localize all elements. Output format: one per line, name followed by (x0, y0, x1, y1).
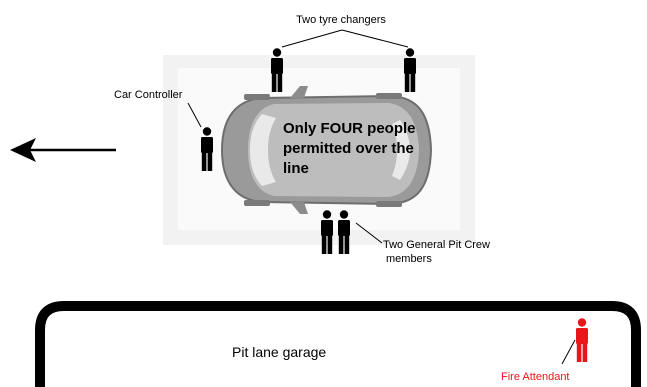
line-rule-label-line-2: permitted over the (283, 140, 414, 157)
pit-crew-label-line-1: Two General Pit Crew (383, 239, 490, 251)
garage-label: Pit lane garage (232, 344, 326, 360)
car-icon (220, 86, 433, 214)
tyre-changers-leader-lines (281, 29, 409, 48)
car-controller-label: Car Controller (114, 89, 183, 101)
line-rule-label-line-1: Only FOUR people (283, 120, 416, 137)
pit-crew-leader-line (355, 222, 383, 244)
pit-crew-label-line-2: members (386, 253, 432, 265)
fire-attendant-label: Fire Attendant (501, 371, 570, 383)
garage-wall (35, 301, 641, 387)
fire-attendant-leader-line (561, 339, 576, 365)
car-controller-leader-line (187, 102, 202, 128)
line-rule-label-line-3: line (283, 160, 309, 177)
arrow-left-icon (10, 138, 116, 162)
fire-attendant-person-icon (576, 318, 588, 362)
tyre-changers-label: Two tyre changers (296, 14, 386, 26)
